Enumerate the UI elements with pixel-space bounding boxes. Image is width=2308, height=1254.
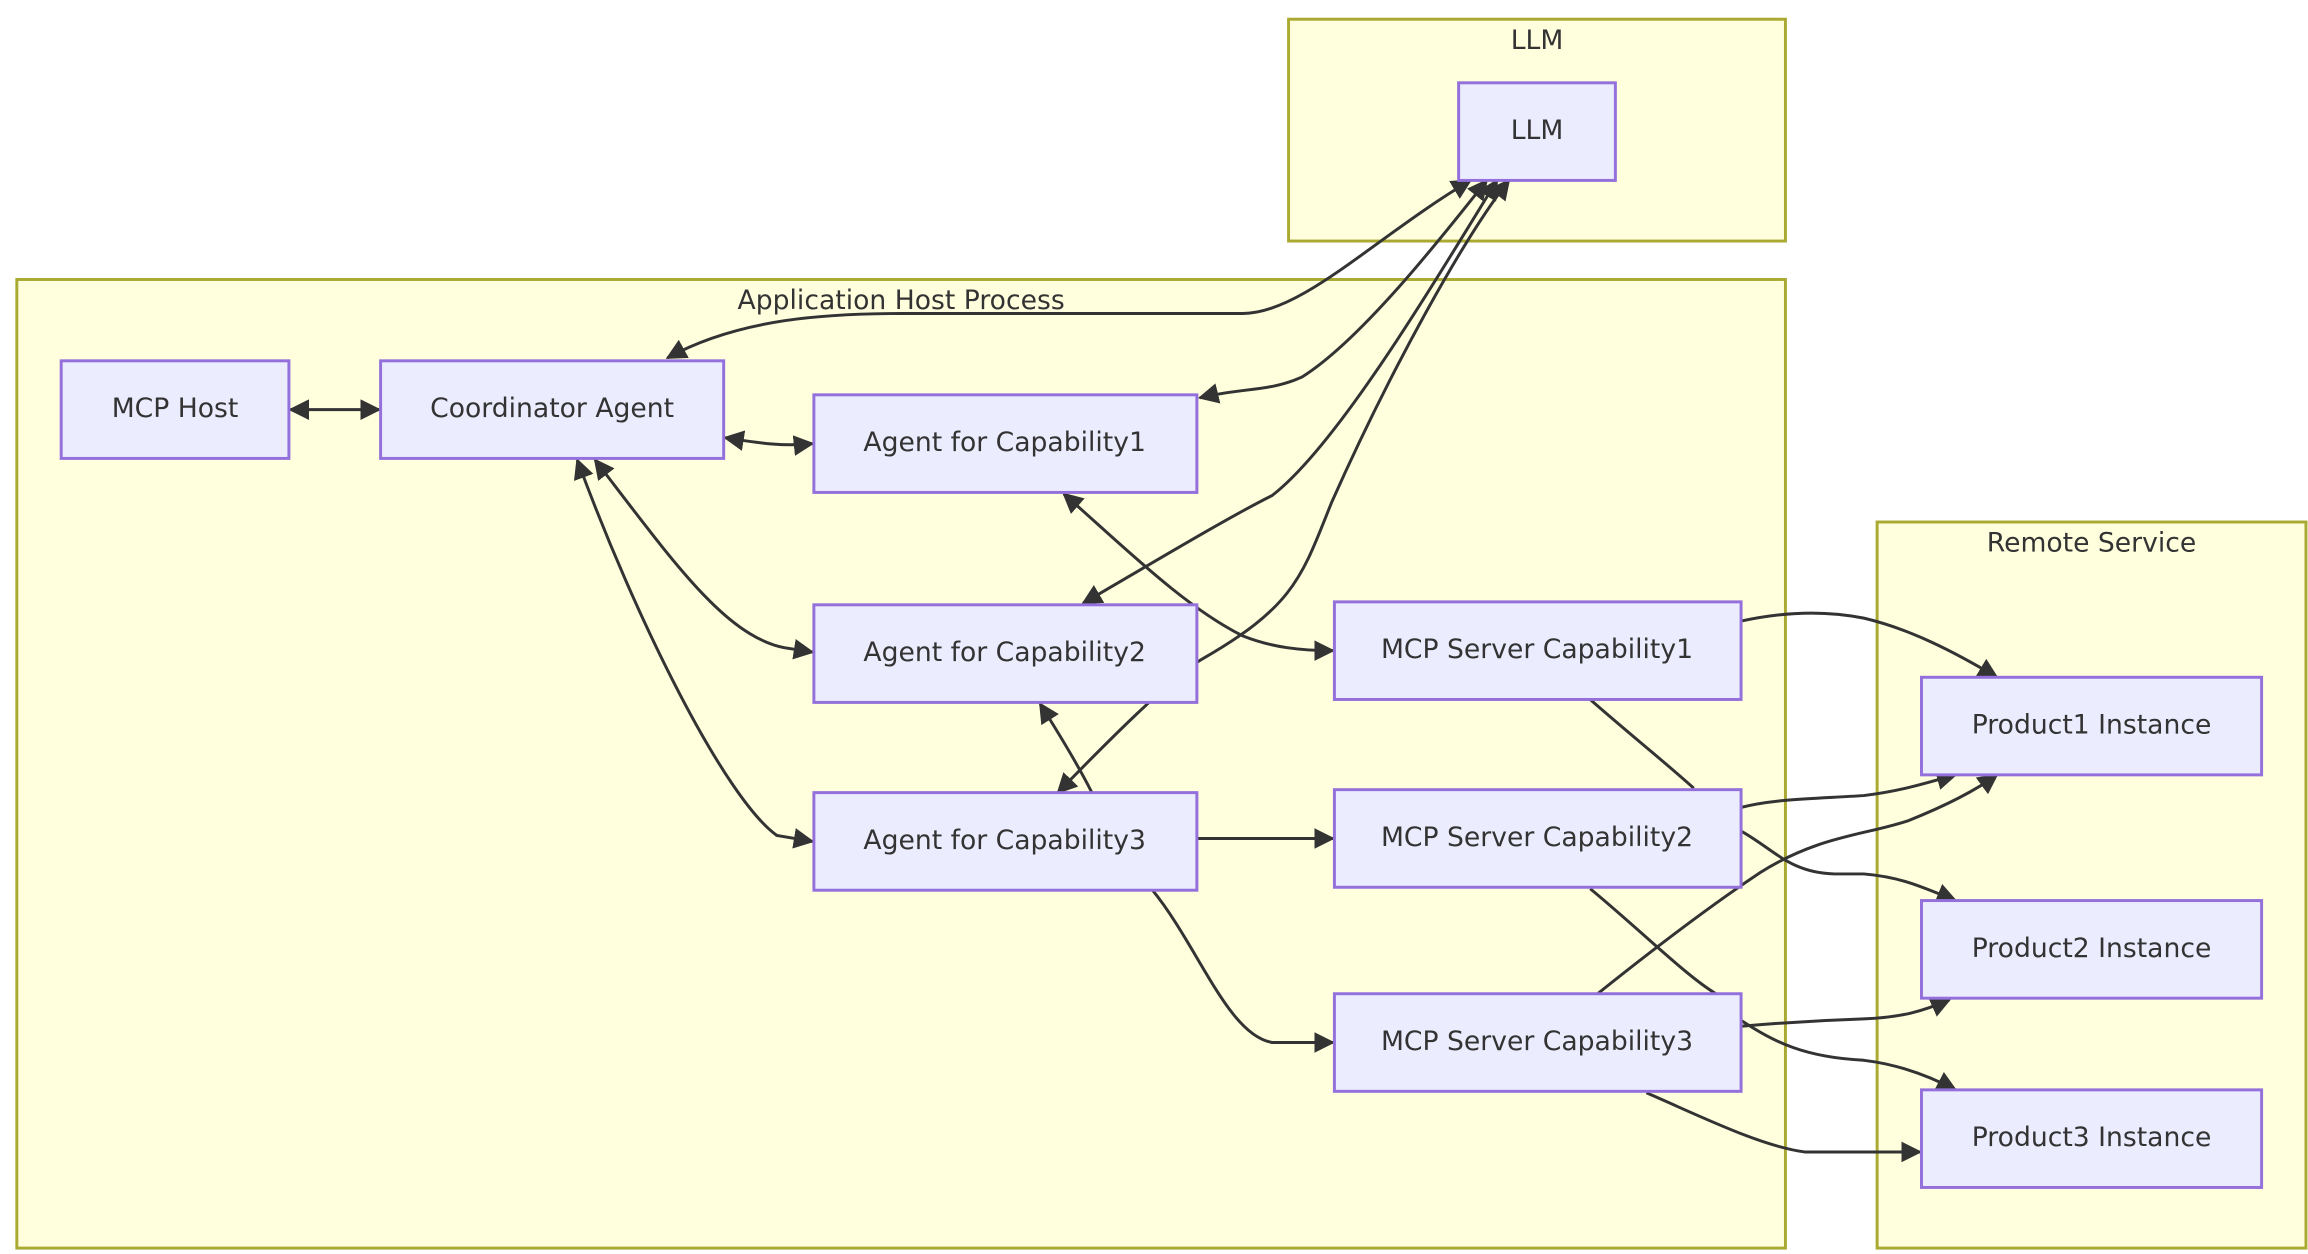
cluster-remote-label: Remote Service — [1987, 528, 2196, 559]
edge-agent2-server2 — [1040, 704, 1333, 839]
node-mcp-host[interactable]: MCP Host — [59, 359, 291, 460]
cluster-llm-label: LLM — [1511, 25, 1564, 56]
node-agent-capability2[interactable]: Agent for Capability2 — [812, 603, 1199, 704]
node-agent3-label: Agent for Capability3 — [863, 825, 1146, 856]
node-agent-capability3[interactable]: Agent for Capability3 — [812, 791, 1199, 892]
node-product3-label: Product3 Instance — [1972, 1122, 2212, 1153]
node-server1-label: MCP Server Capability1 — [1381, 634, 1693, 665]
edge-server3-product3 — [1645, 1091, 1923, 1163]
edge-server3-product1 — [1596, 773, 1999, 995]
edge-agent1-server1 — [1062, 492, 1336, 662]
node-agent2-label: Agent for Capability2 — [863, 637, 1146, 668]
node-mcp-server-capability2[interactable]: MCP Server Capability2 — [1332, 788, 1743, 889]
edge-agent3-server3 — [1151, 889, 1336, 1053]
cluster-app-label: Application Host Process — [738, 285, 1065, 316]
node-product1-instance[interactable]: Product1 Instance — [1920, 675, 2264, 777]
node-mcp-server-capability1[interactable]: MCP Server Capability1 — [1332, 600, 1743, 701]
node-product1-label: Product1 Instance — [1972, 710, 2212, 741]
edge-server2-product1 — [1740, 769, 1958, 809]
node-mcp-server-capability3[interactable]: MCP Server Capability3 — [1332, 992, 1743, 1093]
edge-server1-product1 — [1740, 611, 1999, 679]
node-mcp-host-label: MCP Host — [112, 393, 239, 424]
node-coordinator-agent[interactable]: Coordinator Agent — [379, 359, 726, 460]
edge-server1-product2 — [1589, 698, 1955, 900]
node-coordinator-label: Coordinator Agent — [430, 393, 674, 424]
node-llm[interactable]: LLM — [1457, 81, 1617, 182]
edge-coordinator-agent1 — [723, 430, 815, 456]
node-llm-label: LLM — [1511, 115, 1564, 146]
node-product3-instance[interactable]: Product3 Instance — [1920, 1088, 2264, 1189]
edge-coordinator-agent3 — [573, 457, 815, 849]
node-agent-capability1[interactable]: Agent for Capability1 — [812, 393, 1199, 494]
edge-server3-product2 — [1740, 997, 1952, 1028]
edge-server2-product3 — [1589, 887, 1955, 1090]
node-server2-label: MCP Server Capability2 — [1381, 822, 1693, 853]
node-agent1-label: Agent for Capability1 — [863, 427, 1146, 458]
node-product2-label: Product2 Instance — [1972, 933, 2212, 964]
node-product2-instance[interactable]: Product2 Instance — [1920, 899, 2264, 1000]
node-server3-label: MCP Server Capability3 — [1381, 1026, 1693, 1057]
edges — [288, 178, 1999, 1163]
